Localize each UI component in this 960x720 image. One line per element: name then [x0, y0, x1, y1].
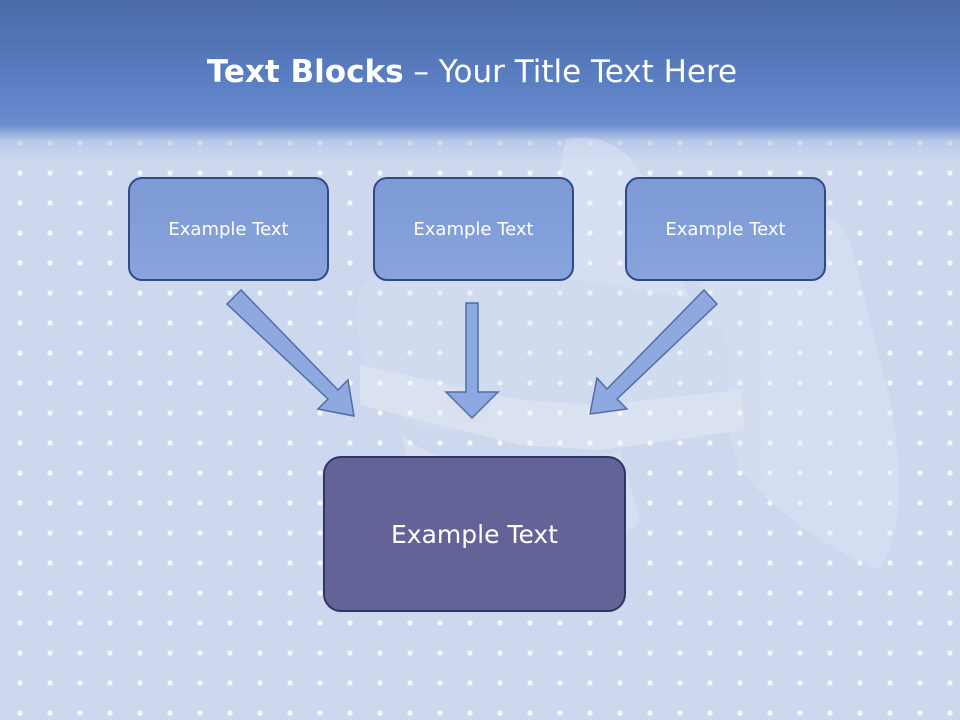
arrow-down-icon: [444, 302, 500, 420]
arrow-down-left-icon: [589, 288, 719, 415]
text-block-1[interactable]: Example Text: [128, 177, 329, 281]
title-rest-part: Your Title Text Here: [438, 54, 738, 90]
slide-title: Text Blocks – Your Title Text Here: [0, 54, 944, 90]
header-band: [0, 0, 960, 160]
text-block-3[interactable]: Example Text: [625, 177, 826, 281]
title-separator: –: [413, 54, 429, 90]
title-bold-part: Text Blocks: [206, 54, 404, 90]
text-block-2[interactable]: Example Text: [373, 177, 574, 281]
arrow-down-right-icon: [225, 288, 355, 417]
main-text-block[interactable]: Example Text: [323, 456, 626, 612]
